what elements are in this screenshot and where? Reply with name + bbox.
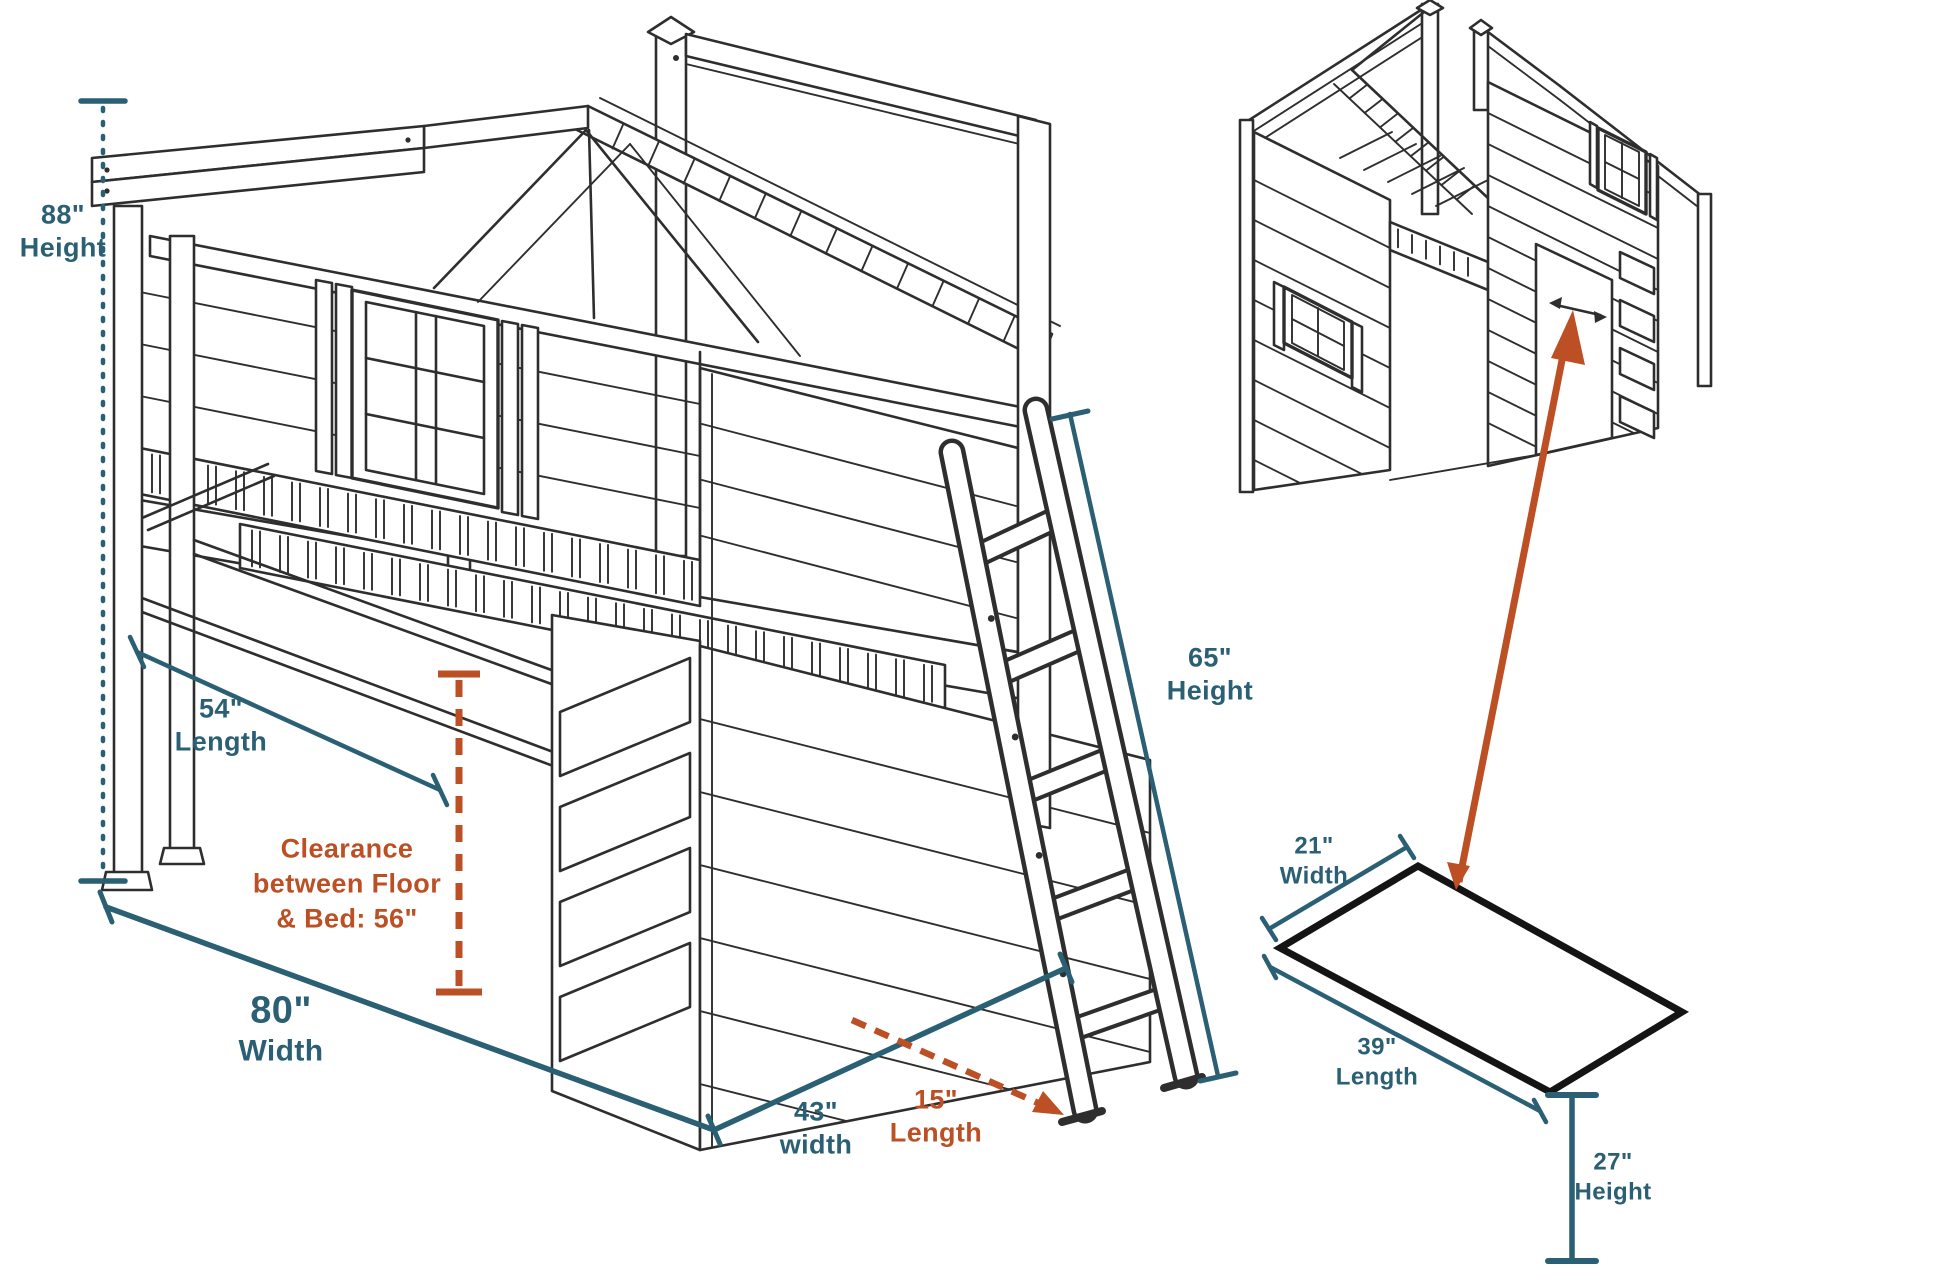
ladder [938, 396, 1206, 1126]
window [314, 278, 540, 521]
dimension-value: 88" [40, 199, 86, 230]
inset-small-window [1588, 120, 1659, 222]
dimension-line-65-height [1049, 408, 1239, 1084]
inset-left-wall [1252, 130, 1392, 492]
clearance-dashed-line [436, 670, 482, 996]
dimension-axis: Width [238, 1034, 324, 1068]
dimension-value: 54" [198, 693, 244, 724]
clearance-line-1: Clearance [280, 833, 414, 864]
dimension-label-length-39: 39" Length [1336, 1032, 1418, 1092]
dimension-label-width-21: 21" Width [1280, 831, 1348, 891]
dimension-axis: Width [1279, 862, 1349, 889]
dimension-value: 21" [1294, 832, 1334, 860]
dimension-axis: Height [1166, 676, 1254, 706]
dimension-label-height-65: 65" Height [1167, 642, 1253, 709]
length-15-dashed-arrow [850, 1017, 1064, 1115]
clearance-line-2: between Floor [252, 868, 442, 899]
double-arrow-icon [1549, 297, 1607, 323]
clearance-note: Clearance between Floor & Bed: 56" [253, 831, 441, 936]
dimension-label-width-80: 80" Width [238, 989, 324, 1070]
dimension-label-height-27: 27" Height [1574, 1147, 1651, 1207]
dimension-axis: Length [174, 727, 268, 757]
slide-under-arrow [1447, 310, 1585, 890]
storage-shelves [558, 656, 692, 1063]
main-bed-illustration [90, 15, 1206, 1152]
inset-window [1272, 280, 1364, 394]
clearance-line-3: & Bed: 56" [276, 903, 418, 934]
inset-back-frame [1238, 0, 1445, 494]
roof-battens [611, 122, 1016, 343]
dimension-line-54-length [127, 634, 450, 808]
inset-roof [1333, 10, 1492, 215]
dimension-axis: width [779, 1130, 853, 1160]
inset-mid-rail [1388, 220, 1490, 292]
dimension-value: 27" [1593, 1148, 1633, 1176]
dimension-value: 15" [913, 1084, 959, 1115]
dimension-value: 80" [250, 989, 312, 1032]
dimension-line-21-width [1259, 833, 1417, 943]
under-bed-frame [100, 204, 702, 892]
inset-storage-shelves [1618, 250, 1656, 440]
dimension-line-27-height [1545, 1092, 1599, 1264]
dimension-label-height-88: 88" Height [20, 199, 106, 266]
dimension-label-length-54: 54" Length [175, 693, 267, 760]
dimension-axis: Height [1574, 1178, 1652, 1205]
orange-annotations [436, 297, 1607, 1115]
dimension-axis: Length [1335, 1063, 1419, 1090]
dimension-value: 43" [793, 1096, 839, 1127]
dimension-line-39-length [1261, 953, 1549, 1125]
dimension-label-length-15: 15" Length [890, 1084, 982, 1151]
dimension-value: 65" [1187, 642, 1233, 673]
inset-bed-illustration [1238, 0, 1713, 494]
dimension-value: 39" [1357, 1033, 1397, 1061]
dimension-label-width-43: 43" width [780, 1096, 852, 1163]
back-frame [646, 15, 1038, 558]
dimension-axis: Length [889, 1118, 983, 1148]
dimension-axis: Height [19, 233, 107, 263]
dimension-line-80-width [97, 889, 717, 1133]
dimension-lines [78, 98, 1599, 1264]
dimension-line-43-width [705, 951, 1075, 1147]
dimension-line-88-height [78, 98, 128, 884]
